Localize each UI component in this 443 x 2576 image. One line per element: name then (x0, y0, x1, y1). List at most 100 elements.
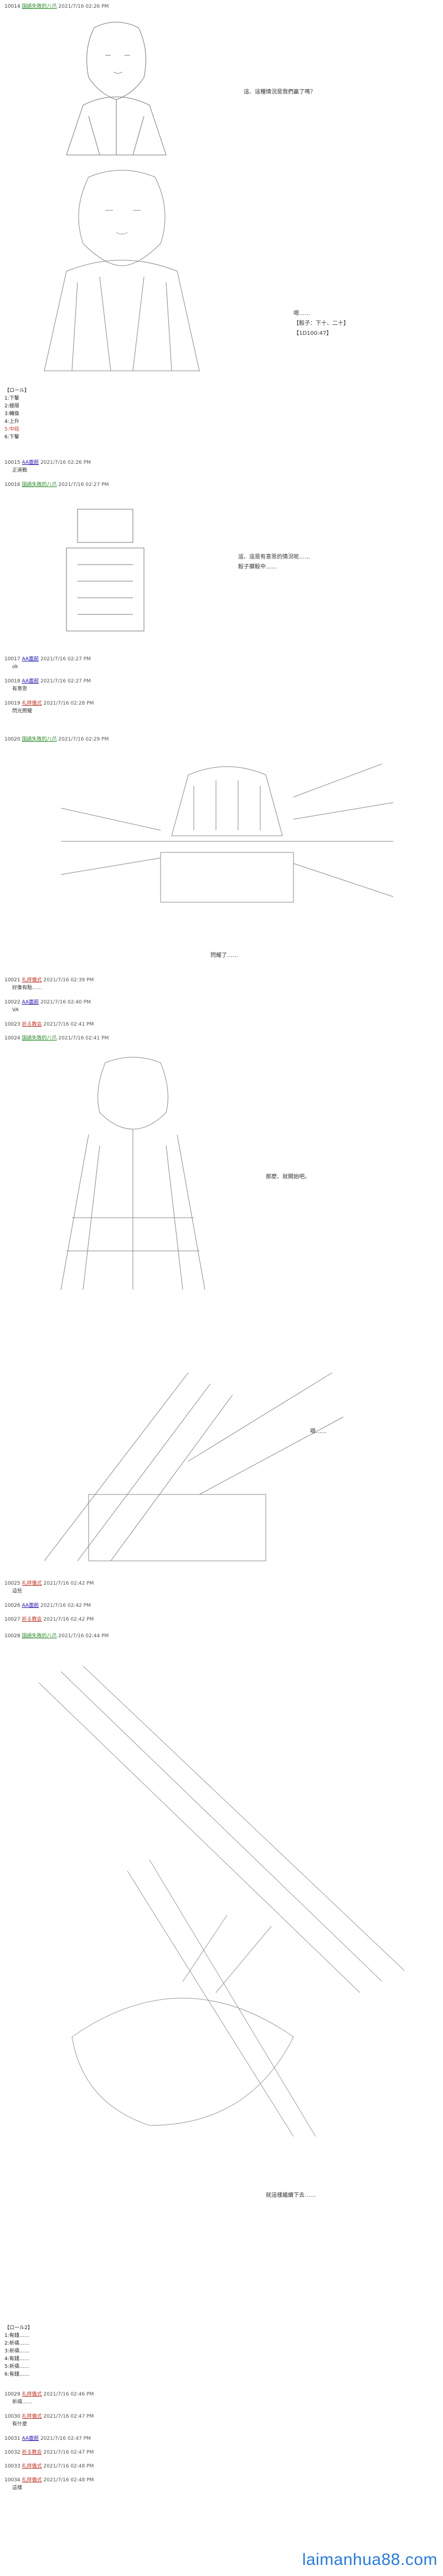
post-number: 10019 (4, 701, 20, 706)
ascii-art-battle-scene (50, 753, 404, 930)
post-number: 10025 (4, 1581, 20, 1586)
post-date: 2021/7/16 02:46 PM (43, 2392, 94, 2397)
post-header: 10014 国語失敗的八爪 2021/7/16 02:26 PM (4, 3, 109, 10)
post-date: 2021/7/16 02:48 PM (43, 2477, 94, 2483)
post-number: 10020 (4, 737, 20, 742)
list-title: 【ロール2】 (4, 2325, 33, 2331)
post-author-link[interactable]: 礼拝儀式 (22, 1581, 42, 1586)
post-author-link[interactable]: AA面前 (22, 460, 39, 465)
post-header: 10018 AA面前 2021/7/16 02:27 PM (4, 678, 91, 685)
post-number: 10024 (4, 1036, 20, 1041)
post-author-link[interactable]: 礼拝儀式 (22, 2477, 42, 2483)
list-item: 3:轉換 (4, 411, 19, 417)
dialogue-line: 【1D100:47】 (293, 330, 332, 337)
post-author-link[interactable]: 国語失敗的八爪 (22, 482, 57, 488)
post-header: 10028 国語失敗的八爪 2021/7/16 02:44 PM (4, 1633, 109, 1639)
ascii-art-figure-4 (39, 1052, 227, 1295)
post-date: 2021/7/16 02:47 PM (43, 2414, 94, 2419)
post-number: 10027 (4, 1617, 20, 1622)
post-author-link[interactable]: 礼拝儀式 (22, 2414, 42, 2419)
dialogue-line: 就這樣繼續下去…… (266, 2192, 316, 2199)
post-number: 10016 (4, 482, 20, 488)
post-author-link[interactable]: 祈る教会 (22, 1617, 42, 1622)
ascii-art-figure-2 (22, 166, 222, 376)
post-date: 2021/7/16 02:47 PM (40, 2436, 91, 2441)
post-header: 10032 祈る教会 2021/7/16 02:47 PM (4, 2449, 94, 2456)
list-item: 2:祈禱…… (4, 2341, 29, 2346)
post-author-link[interactable]: AA面前 (22, 1603, 39, 1608)
post-number: 10015 (4, 460, 20, 465)
post-header: 10030 礼拝儀式 2021/7/16 02:47 PM (4, 2413, 94, 2420)
post-author-link[interactable]: 国語失敗的八爪 (22, 737, 57, 742)
post-date: 2021/7/16 02:44 PM (58, 1633, 109, 1639)
list-item: 3:祈禱…… (4, 2349, 29, 2354)
post-author-link[interactable]: 礼拝儀式 (22, 977, 42, 983)
post-reply: 好像有點…… (12, 985, 43, 991)
post-author-link[interactable]: 国語失敗的八爪 (22, 1633, 57, 1639)
dialogue-line: 這、這是有意思的情況呢…… (238, 554, 310, 560)
list-item: 5:祈禱…… (4, 2364, 29, 2370)
post-header: 10024 国語失敗的八爪 2021/7/16 02:41 PM (4, 1035, 109, 1042)
post-header: 10019 礼拝儀式 2021/7/16 02:28 PM (4, 700, 94, 707)
post-number: 10028 (4, 1633, 20, 1639)
post-header: 10021 礼拝儀式 2021/7/16 02:39 PM (4, 977, 94, 984)
post-date: 2021/7/16 02:27 PM (40, 656, 91, 662)
list-item: 4:上升 (4, 419, 19, 425)
post-date: 2021/7/16 02:42 PM (43, 1617, 94, 1622)
list-item: 4:有錢…… (4, 2356, 29, 2362)
post-number: 10034 (4, 2477, 20, 2483)
list-item: 6:下擊 (4, 434, 19, 440)
post-date: 2021/7/16 02:28 PM (43, 701, 94, 706)
post-author-link[interactable]: 祈る教会 (22, 2450, 42, 2455)
post-reply: 這些 (12, 1589, 23, 1594)
post-date: 2021/7/16 02:42 PM (40, 1603, 91, 1608)
list-item: 5:中段 (4, 427, 19, 432)
dialogue-line: 那麼、就開始吧。 (266, 1174, 310, 1180)
post-header: 10029 礼拝儀式 2021/7/16 02:46 PM (4, 2391, 94, 2398)
post-author-link[interactable]: AA面前 (22, 2436, 39, 2441)
post-author-link[interactable]: 礼拝儀式 (22, 2464, 42, 2469)
post-number: 10014 (4, 4, 20, 9)
post-header: 10027 祈る教会 2021/7/16 02:42 PM (4, 1616, 94, 1623)
dialogue-line: 閃耀了…… (210, 953, 238, 959)
post-author-link[interactable]: AA面前 (22, 679, 39, 684)
list-item: 2:極限 (4, 404, 19, 409)
post-author-link[interactable]: AA面前 (22, 1000, 39, 1005)
post-header: 10017 AA面前 2021/7/16 02:27 PM (4, 656, 91, 663)
post-author-link[interactable]: 礼拝儀式 (22, 2392, 42, 2397)
dialogue-line: 嗯…… (293, 311, 310, 317)
post-date: 2021/7/16 02:27 PM (58, 482, 109, 488)
post-header: 10023 祈る教会 2021/7/16 02:41 PM (4, 1021, 94, 1028)
list-title: 【ロール】 (4, 388, 30, 394)
post-number: 10021 (4, 977, 20, 983)
post-author-link[interactable]: 国語失敗的八爪 (22, 1036, 57, 1041)
post-date: 2021/7/16 02:41 PM (43, 1022, 94, 1027)
list-item: 1:有錢…… (4, 2333, 29, 2339)
post-number: 10032 (4, 2450, 20, 2455)
post-author-link[interactable]: AA面前 (22, 656, 39, 662)
post-header: 10033 礼拝儀式 2021/7/16 02:48 PM (4, 2463, 94, 2470)
post-date: 2021/7/16 02:41 PM (58, 1036, 109, 1041)
post-reply: 有意思 (12, 686, 28, 692)
post-header: 10020 国語失敗的八爪 2021/7/16 02:29 PM (4, 736, 109, 743)
post-author-link[interactable]: 国語失敗的八爪 (22, 4, 57, 9)
dialogue-line: 【骰子：下十、二十】 (293, 320, 349, 327)
ascii-art-figure-1 (33, 17, 199, 161)
post-date: 2021/7/16 02:47 PM (43, 2450, 94, 2455)
post-author-link[interactable]: 祈る教会 (22, 1022, 42, 1027)
post-author-link[interactable]: 礼拝儀式 (22, 701, 42, 706)
post-date: 2021/7/16 02:40 PM (40, 1000, 91, 1005)
post-reply: ok (12, 664, 18, 670)
ascii-art-diagonal-scene (17, 1649, 415, 2148)
post-number: 10026 (4, 1603, 20, 1608)
post-date: 2021/7/16 02:27 PM (40, 679, 91, 684)
list-item: 6:有錢…… (4, 2372, 29, 2377)
post-reply: 祈禱…… (12, 2399, 33, 2405)
post-reply: 閃光照耀 (12, 708, 33, 714)
post-reply: 這樣 (12, 2485, 23, 2491)
post-number: 10033 (4, 2464, 20, 2469)
site-watermark: laimanhua88.com (302, 2551, 437, 2569)
post-header: 10022 AA面前 2021/7/16 02:40 PM (4, 999, 91, 1006)
post-reply: 有什麼 (12, 2422, 28, 2427)
